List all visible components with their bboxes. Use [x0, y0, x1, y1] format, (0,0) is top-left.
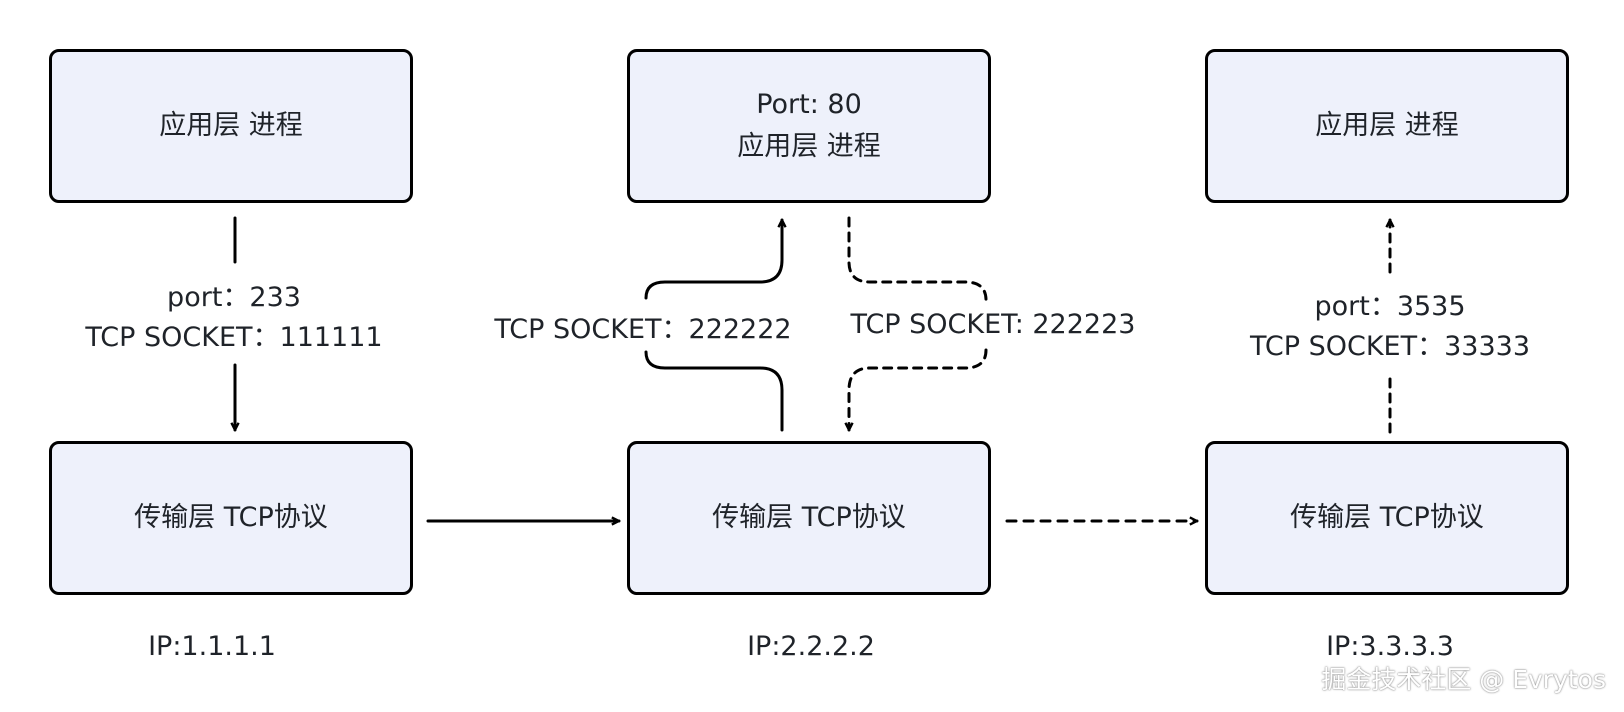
host3-ip-label: IP:3.3.3.3 [1326, 631, 1454, 662]
box-text: 应用层 进程 [159, 110, 303, 141]
box-text: 应用层 进程 [1315, 110, 1459, 141]
host3-link-label: port：3535 TCP SOCKET：33333 [1250, 287, 1530, 367]
host2-transport-box: 传输层 TCP协议 [627, 441, 991, 595]
host2-ip-label: IP:2.2.2.2 [747, 631, 875, 662]
port-label: port：3535 [1314, 291, 1466, 322]
box-text-line-2: 应用层 进程 [737, 131, 881, 162]
host2-socket-label-right: TCP SOCKET: 222223 [850, 309, 1136, 340]
host2-socket-label-left: TCP SOCKET：222222 [494, 314, 792, 345]
port-label: port：233 [167, 282, 301, 313]
arrow-host2-app-to-transport [849, 216, 988, 430]
host3-app-process-box: 应用层 进程 [1205, 49, 1569, 203]
box-text: 传输层 TCP协议 [134, 502, 328, 533]
arrow-host2-transport-to-app [644, 220, 782, 432]
host1-link-label: port：233 TCP SOCKET：111111 [85, 278, 382, 358]
host2-app-process-box: Port: 80 应用层 进程 [627, 49, 991, 203]
socket-label: TCP SOCKET：33333 [1249, 331, 1531, 362]
box-text: 传输层 TCP协议 [712, 502, 906, 533]
box-text: 传输层 TCP协议 [1290, 502, 1484, 533]
watermark: 掘金技术社区 @ Evrytos [1321, 665, 1606, 694]
host1-app-process-box: 应用层 进程 [49, 49, 413, 203]
socket-label: TCP SOCKET：111111 [85, 322, 383, 353]
host1-transport-box: 传输层 TCP协议 [49, 441, 413, 595]
host3-transport-box: 传输层 TCP协议 [1205, 441, 1569, 595]
box-text-line-1: Port: 80 [756, 89, 862, 120]
host1-ip-label: IP:1.1.1.1 [148, 631, 276, 662]
